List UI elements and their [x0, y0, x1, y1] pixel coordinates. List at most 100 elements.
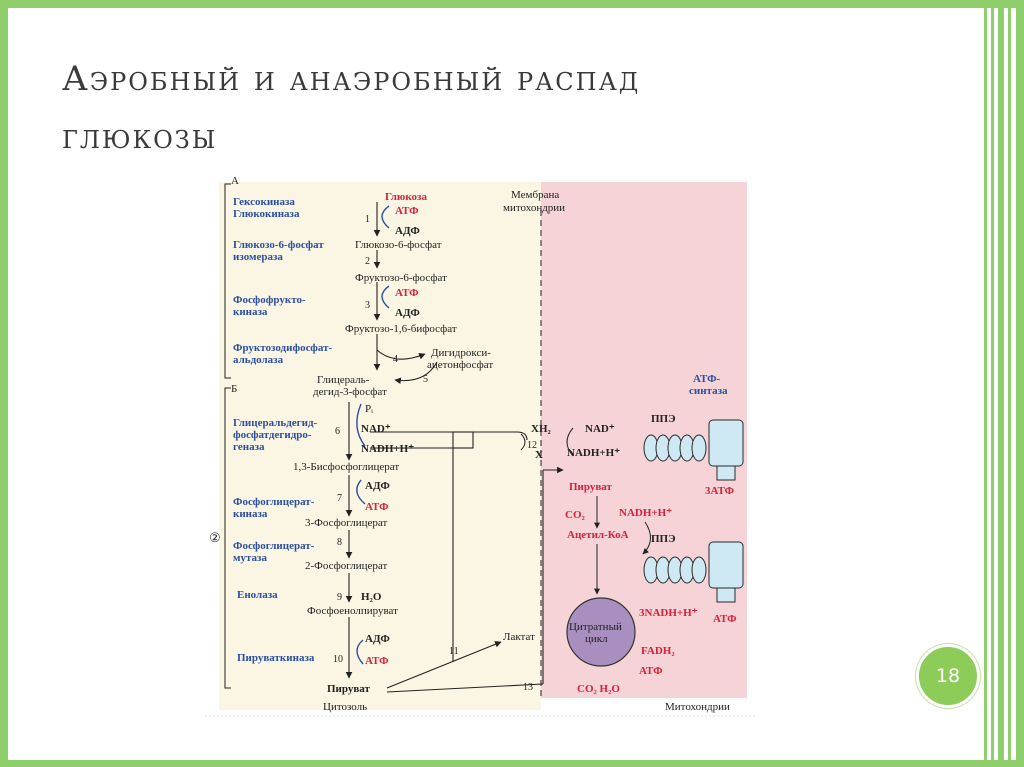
adp-4: АДФ: [365, 633, 390, 645]
metabolite-pi: Pᵢ: [365, 403, 373, 415]
atp-synthase-2: [708, 541, 744, 589]
bracket-b: [224, 387, 231, 689]
metabolite-g6p: Глюкозо-6-фосфат: [355, 239, 442, 251]
metabolite-f16bp: Фруктозо-1,6-бифосфат: [345, 323, 457, 335]
arc-step-6: [356, 403, 366, 447]
decor-stripe: [1008, 0, 1011, 767]
enzyme-hexokinase: Гексокиназа: [233, 196, 295, 208]
metabolite-gap: Глицераль-: [317, 374, 370, 386]
metabolite-pep: Фосфоенолпируват: [307, 605, 398, 617]
title-line-1: Аэробный и анаэробный распад: [62, 59, 641, 99]
enzyme-pfk-2: киназа: [233, 306, 268, 318]
metabolite-h2o: H₂O: [361, 591, 382, 603]
decor-stripe: [984, 0, 987, 767]
mito-3atp: 3АТФ: [705, 485, 735, 497]
adp-3: АДФ: [365, 480, 390, 492]
step-5: 5: [423, 374, 428, 385]
glycolysis-diagram: А Б ② Мембрана митохондрии Гексокиназа Г…: [205, 175, 755, 717]
arc-step-7: [356, 479, 366, 505]
atp-synthase-1: [708, 419, 744, 467]
enzyme-gapdh: Глицеральдегид-: [233, 417, 318, 429]
step-11: 11: [449, 646, 459, 657]
slide-frame-right: [1016, 0, 1024, 767]
metabolite-nadh: NADH+H⁺: [361, 443, 414, 455]
metabolite-dhap-2: ацетонфосфат: [427, 359, 493, 371]
mito-atp-cycle: АТФ: [639, 665, 663, 677]
metabolite-lactate: Лактат: [503, 631, 535, 643]
atp-synthase-2-stalk: [716, 587, 736, 603]
enzyme-enolase: Енолаза: [237, 589, 278, 601]
decor-stripe: [991, 0, 994, 767]
enzyme-pgm-2: мутаза: [233, 552, 267, 564]
atp-synthase-label-2: синтаза: [689, 385, 728, 397]
atp-1: АТФ: [395, 205, 419, 217]
page-number: 18: [935, 665, 961, 687]
atp-synthase-1-stalk: [716, 465, 736, 481]
metabolite-pyruvate: Пируват: [327, 683, 371, 695]
mito-xh2: XH₂: [531, 423, 552, 435]
enzyme-gapdh-2: фосфатдегидро-: [233, 429, 312, 441]
atp-4: АТФ: [365, 655, 389, 667]
shuttle-arc: [520, 433, 526, 451]
metabolite-3pg: 3-Фосфоглицерат: [305, 517, 387, 529]
cytosol-label: Цитозоль: [323, 701, 367, 713]
metabolite-2pg: 2-Фосфоглицерат: [305, 560, 387, 572]
decor-stripe: [998, 0, 1004, 767]
enzyme-aldolase: Фруктозодифосфат-: [233, 342, 333, 354]
mito-acetyl-coa: Ацетил-КоА: [567, 529, 629, 541]
step-1: 1: [365, 214, 370, 225]
step-8: 8: [337, 537, 342, 548]
mito-shuttle-arc: [566, 427, 574, 457]
mito-nadh-pdh: NADH+H⁺: [619, 507, 672, 519]
mito-etc-1: ППЭ: [651, 413, 676, 425]
metabolite-bpg: 1,3-Бисфосфоглицерат: [293, 461, 399, 473]
metabolite-glucose: Глюкоза: [385, 191, 427, 203]
step-13: 13: [523, 682, 533, 693]
citrate-cycle: [566, 597, 636, 667]
mito-nad: NAD⁺: [585, 423, 615, 435]
atp-3: АТФ: [365, 501, 389, 513]
enzyme-g6p-isomerase-2: изомераза: [233, 251, 283, 263]
shuttle-nadh-line: [370, 431, 528, 441]
section-c-label: ②: [209, 530, 221, 545]
enzyme-pgk-2: киназа: [233, 508, 268, 520]
enzyme-g6p-isomerase: Глюкозо-6-фосфат: [233, 239, 324, 251]
enzyme-pfk: Фосфофрукто-: [233, 294, 306, 306]
slide-frame-left: [0, 0, 8, 767]
metabolite-f6p: Фруктозо-6-фосфат: [355, 272, 447, 284]
step-6: 6: [335, 426, 340, 437]
mito-co2-h2o: CO₂ H₂O: [577, 683, 620, 695]
mito-3nadh: 3NADH+H⁺: [639, 607, 698, 619]
enzyme-pk: Пируваткиназа: [237, 652, 315, 664]
step-10: 10: [333, 654, 343, 665]
enzyme-pgm: Фосфоглицерат-: [233, 540, 315, 552]
etc-complex: [691, 556, 707, 584]
arrow-to-dhap: [376, 349, 426, 360]
mito-fadh2: FADH₂: [641, 645, 675, 657]
membrane-label: Мембрана: [511, 189, 559, 201]
metabolite-nad: NAD⁺: [361, 423, 391, 435]
shuttle-box: [452, 431, 474, 449]
step-9: 9: [337, 592, 342, 603]
arc-step-10: [356, 639, 364, 665]
mito-x: X: [535, 449, 543, 461]
title-line-2: глюкозы: [62, 117, 218, 157]
enzyme-gapdh-3: геназа: [233, 441, 265, 453]
mito-nadh: NADH+H⁺: [567, 447, 620, 459]
section-b-label: Б: [231, 383, 237, 395]
citrate-cycle-label: Цитратный: [569, 621, 622, 633]
step-4: 4: [393, 354, 398, 365]
citrate-cycle-label-2: цикл: [585, 633, 608, 645]
atp-synthase-label: АТФ-: [693, 373, 721, 385]
slide-title: Аэробный и анаэробный распад глюкозы: [62, 50, 882, 166]
step-12: 12: [527, 440, 537, 451]
step-3: 3: [365, 300, 370, 311]
adp-1: АДФ: [395, 225, 420, 237]
arc-step-3: [381, 285, 390, 309]
arrow-step-13-line: [386, 683, 544, 693]
mito-pyruvate: Пируват: [569, 481, 613, 493]
arrow-step-11: [386, 641, 502, 689]
cytosol-area: [219, 182, 541, 710]
enzyme-glucokinase: Глюкокиназа: [233, 208, 300, 220]
enzyme-aldolase-2: альдолаза: [233, 354, 284, 366]
